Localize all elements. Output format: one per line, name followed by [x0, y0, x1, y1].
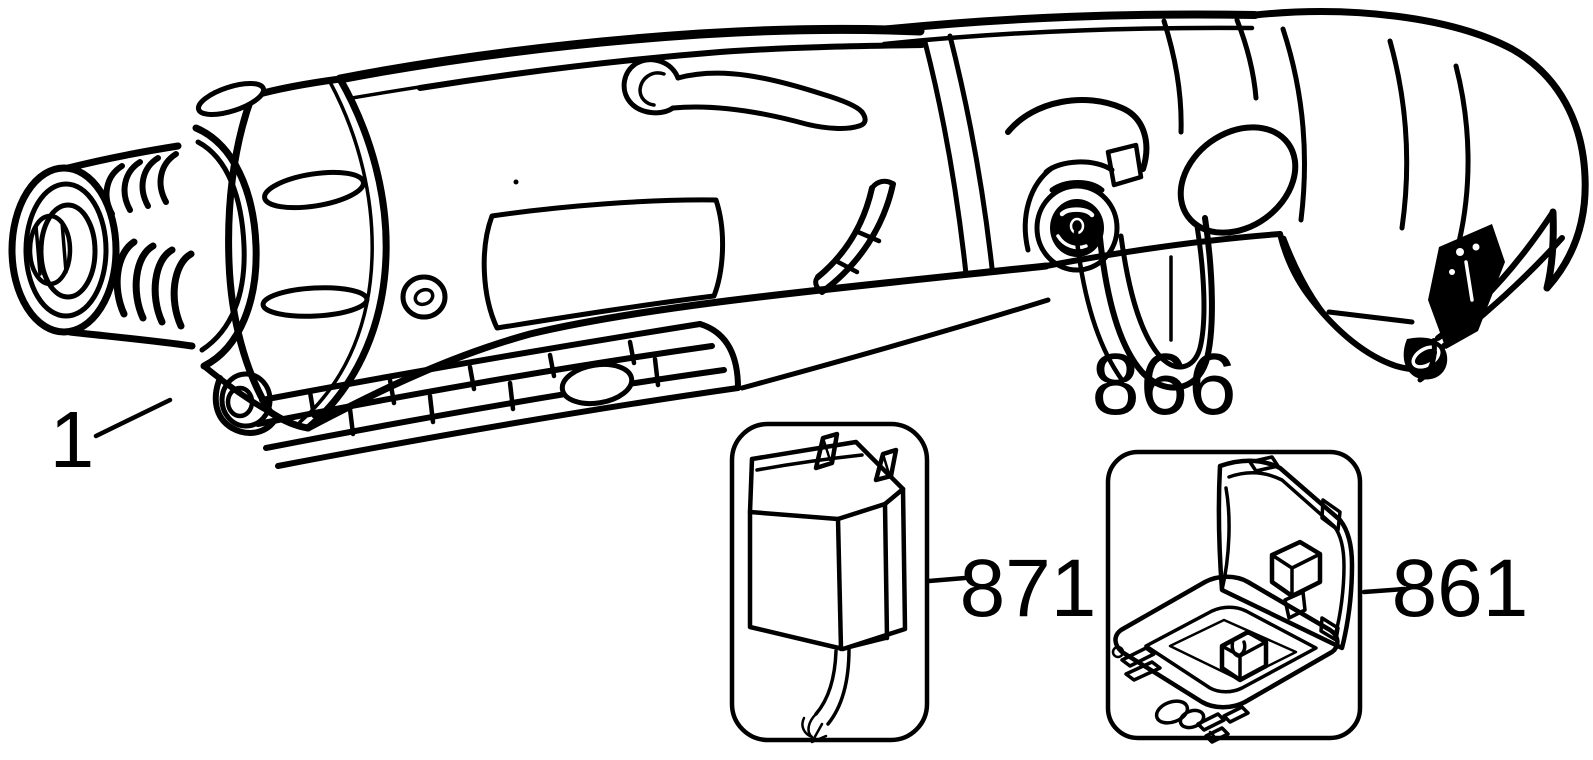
plug-prong [813, 431, 840, 471]
charger-cord [814, 649, 838, 716]
tool-body [304, 24, 1051, 432]
part-label-871: 871 [960, 543, 1097, 634]
clutch-collar [195, 75, 390, 432]
hang-tag [1428, 224, 1505, 349]
part-label-866: 866 [1091, 336, 1236, 433]
pivot-joint [922, 33, 1150, 277]
cordless-pivot-screwdriver-drawing [8, 8, 1589, 469]
vent-grill [1177, 124, 1299, 236]
plug-prong [873, 447, 899, 483]
case-inset-box [1105, 449, 1363, 741]
charger-inset: 871 [729, 421, 1097, 744]
leader-line-861 [1361, 586, 1407, 595]
part-label-861: 861 [1392, 543, 1529, 634]
trigger-detail [813, 178, 896, 295]
base-rail [212, 321, 741, 469]
case-inset: 861 [1105, 449, 1529, 744]
pivot-handle [876, 8, 1589, 391]
storage-case-drawing [1111, 455, 1355, 744]
charger-plug-drawing [747, 431, 908, 744]
callout-part-866: 866 [1091, 255, 1237, 433]
part-label-1: 1 [50, 395, 95, 484]
chuck-nose [8, 124, 273, 415]
callout-part-1: 1 [50, 395, 173, 484]
leader-line-871 [926, 575, 968, 584]
leader-line-1 [93, 397, 173, 439]
